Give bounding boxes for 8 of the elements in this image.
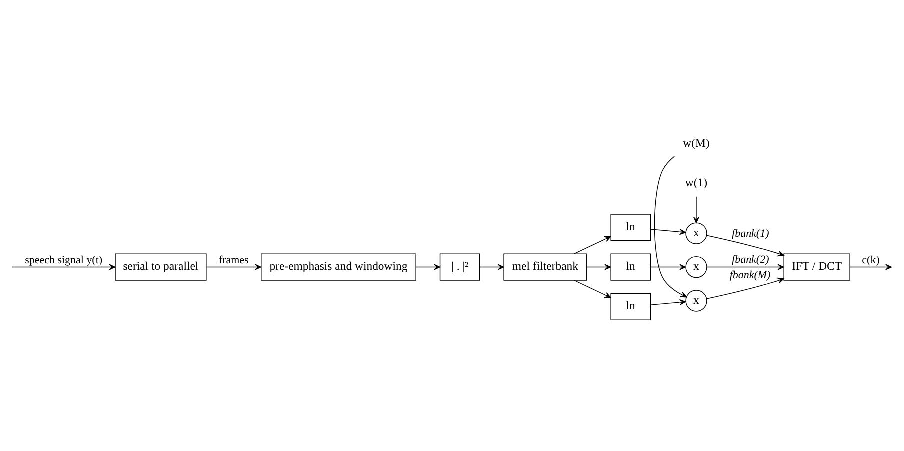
edge-label: frames	[218, 254, 249, 267]
node-text: w(1)	[685, 176, 708, 190]
edge-label: fbank(M)	[730, 269, 771, 282]
edge-label: c(k)	[862, 254, 880, 267]
edge-label: fbank(2)	[732, 254, 770, 266]
node-text: w(M)	[683, 136, 710, 150]
edge-label: fbank(1)	[732, 228, 770, 240]
edge-label: speech signal y(t)	[25, 254, 103, 267]
